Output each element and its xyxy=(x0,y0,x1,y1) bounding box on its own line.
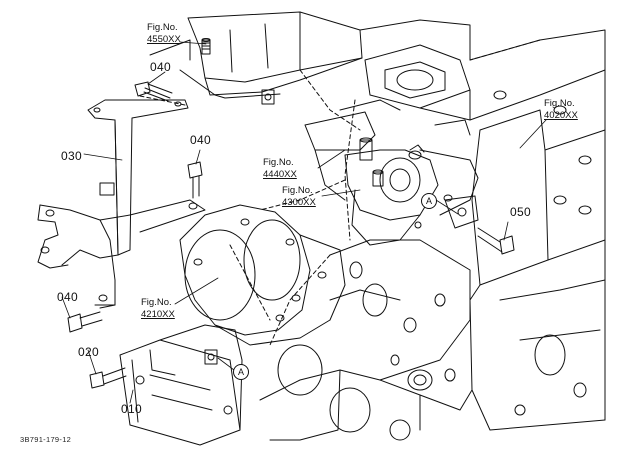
leader-lines xyxy=(61,41,547,404)
water-pump-drawing xyxy=(179,204,346,346)
bracket-010-drawing xyxy=(119,324,243,446)
figure-ref-label: Fig.No. xyxy=(147,22,178,33)
bolt-040-middle-drawing xyxy=(187,161,203,199)
part-label: 050 xyxy=(510,205,531,219)
bracket-030-drawing xyxy=(37,99,206,309)
figure-ref-label: Fig.No. xyxy=(544,98,575,109)
engine-block-drawing xyxy=(259,29,606,441)
part-label: 040 xyxy=(57,290,78,304)
connection-mark-a: A xyxy=(233,364,249,380)
bolt-020-drawing xyxy=(89,367,127,389)
figure-ref-code: 4550XX xyxy=(147,34,181,45)
flange-drawing xyxy=(444,195,479,229)
figure-ref-code: 4300XX xyxy=(282,197,316,208)
bolt-040-lower-drawing xyxy=(67,311,103,333)
figure-ref-4300[interactable]: Fig.No. 4300XX xyxy=(282,185,316,208)
diagram-id: 3B791-179-12 xyxy=(20,435,72,444)
figure-ref-label: Fig.No. xyxy=(263,157,294,168)
figure-ref-4210[interactable]: Fig.No. 4210XX xyxy=(141,297,175,320)
figure-ref-label: Fig.No. xyxy=(282,185,313,196)
figure-ref-label: Fig.No. xyxy=(141,297,172,308)
part-label: 030 xyxy=(61,149,82,163)
frame-rail-drawing xyxy=(149,11,471,111)
part-label: 020 xyxy=(78,345,99,359)
figure-ref-code: 4440XX xyxy=(263,169,297,180)
figure-ref-4020[interactable]: Fig.No. 4020XX xyxy=(544,98,578,121)
bolt-040-top-drawing xyxy=(134,81,173,102)
part-label: 040 xyxy=(150,60,171,74)
part-label: 010 xyxy=(121,402,142,416)
stud-bolt-drawing xyxy=(201,38,211,55)
figure-ref-code: 4210XX xyxy=(141,309,175,320)
bolt-050-drawing xyxy=(477,227,515,255)
connection-mark-a: A xyxy=(421,193,437,209)
hidden-lines-drawing xyxy=(139,39,541,346)
figure-ref-4550[interactable]: Fig.No. 4550XX xyxy=(147,22,181,45)
part-label: 040 xyxy=(190,133,211,147)
pump-housing-drawing xyxy=(304,111,479,246)
figure-ref-code: 4020XX xyxy=(544,110,578,121)
figure-ref-4440[interactable]: Fig.No. 4440XX xyxy=(263,157,297,180)
